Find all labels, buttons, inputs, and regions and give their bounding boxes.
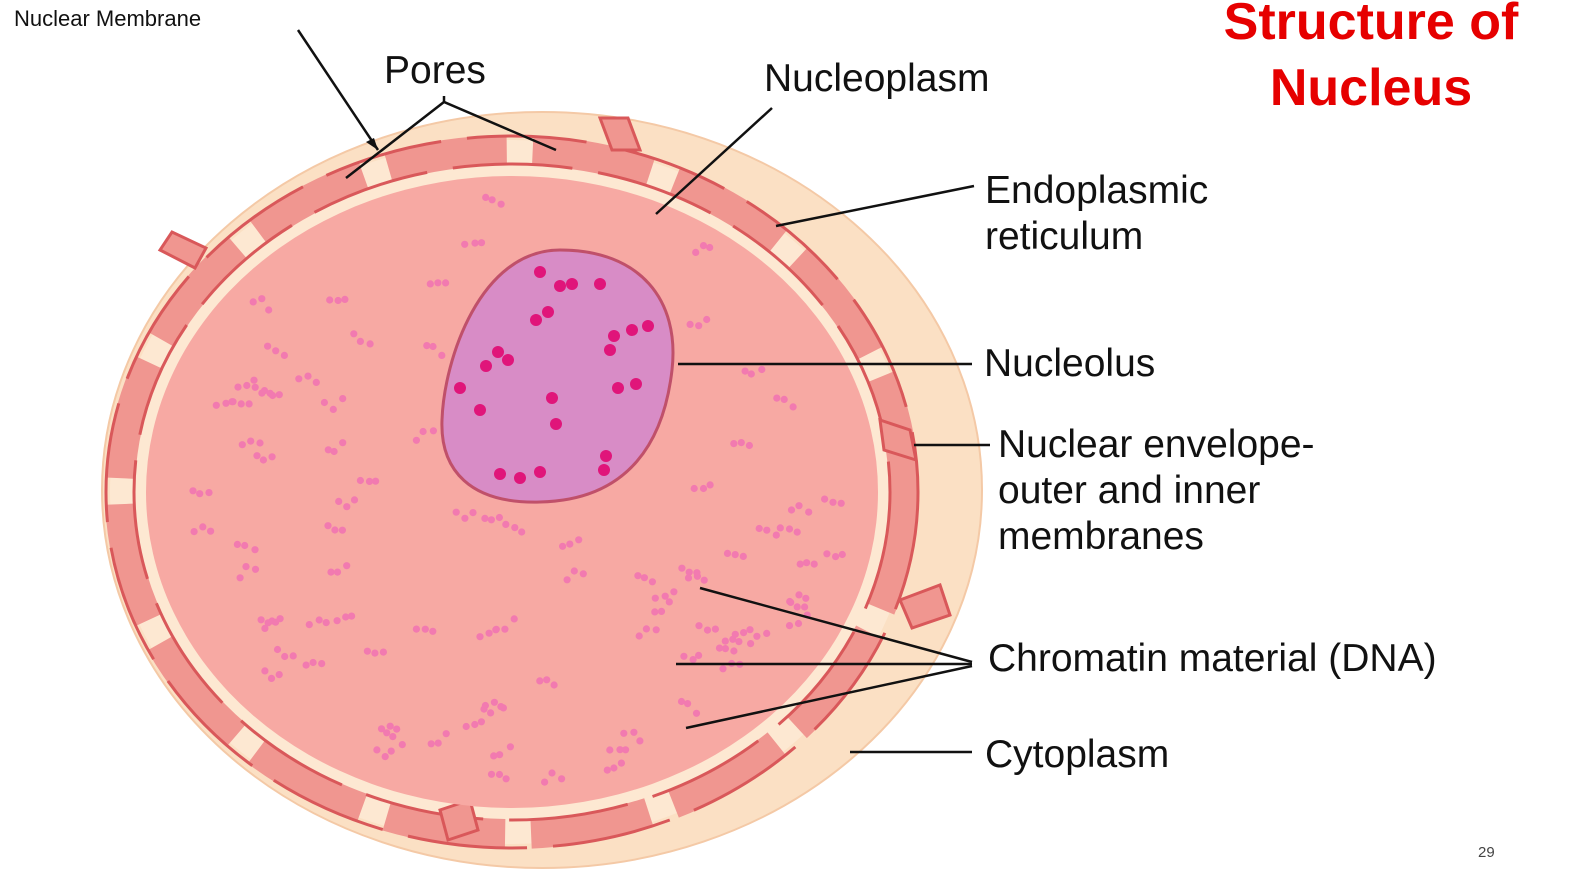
cytoplasm-label: Cytoplasm <box>985 732 1169 778</box>
envelope-label-line3: membranes <box>998 514 1204 560</box>
diagram-title-line1: Structure of <box>1196 0 1546 52</box>
nuclear-membrane-label: Nuclear Membrane <box>14 6 201 32</box>
nucleolus-label: Nucleolus <box>984 341 1155 387</box>
chromatin-label: Chromatin material (DNA) <box>988 636 1437 682</box>
envelope-label-line2: outer and inner <box>998 468 1260 514</box>
er-label-line2: reticulum <box>985 214 1143 260</box>
nucleoplasm-label: Nucleoplasm <box>764 56 989 102</box>
page-number: 29 <box>1478 844 1495 861</box>
pores-label: Pores <box>384 48 486 94</box>
envelope-label-line1: Nuclear envelope- <box>998 422 1315 468</box>
er-label-line1: Endoplasmic <box>985 168 1208 214</box>
diagram-title-line2: Nucleus <box>1196 58 1546 118</box>
